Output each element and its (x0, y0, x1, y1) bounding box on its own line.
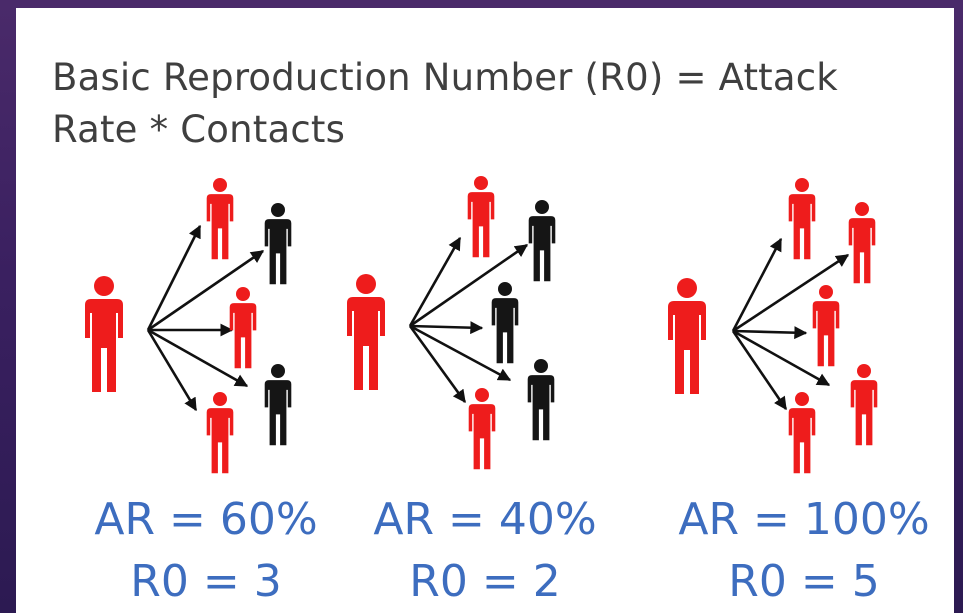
contact-person-icon-3-2-infected-body (848, 218, 876, 284)
contact-person-icon-3-1-infected-body (788, 194, 816, 260)
index-case-person-icon-2-head (356, 274, 376, 294)
contact-person-icon-3-4-infected-body (850, 380, 878, 446)
contact-person-icon-1-1-infected-body (206, 194, 234, 260)
index-case-person-icon-3-body (668, 301, 706, 394)
transmission-arrow-1-2 (147, 249, 265, 332)
transmission-arrow-3-2 (732, 253, 850, 333)
contact-person-icon-3-1-infected-head (795, 178, 809, 192)
contact-person-icon-2-2-not-infected-head (535, 200, 549, 214)
contact-person-icon-3-2-infected (848, 202, 876, 284)
contact-person-icon-1-1-infected (206, 178, 234, 260)
r0-label-panel-3: R0 = 5 (728, 556, 880, 607)
contact-person-icon-1-5-infected (206, 392, 234, 474)
contact-person-icon-3-4-infected (850, 364, 878, 446)
transmission-arrow-3-1 (731, 237, 783, 332)
contact-person-icon-2-4-not-infected (527, 359, 555, 441)
transmission-arrow-2-2 (409, 243, 529, 328)
contact-person-icon-2-5-infected-head (475, 388, 489, 402)
index-case-person-icon-2 (347, 274, 385, 390)
contact-person-icon-3-3-infected (812, 285, 840, 367)
index-case-person-icon-2-body (347, 297, 385, 390)
index-case-person-icon-1-body (85, 299, 123, 392)
index-case-person-icon-3 (668, 278, 706, 394)
slide-title: Basic Reproduction Number (R0) = Attack … (52, 56, 838, 151)
contact-person-icon-2-1-infected (467, 176, 495, 258)
contact-person-icon-2-2-not-infected-body (528, 216, 556, 282)
contact-person-icon-1-3-infected-head (236, 287, 250, 301)
transmission-arrow-3-5 (731, 330, 788, 411)
contact-person-icon-1-2-not-infected (264, 203, 292, 285)
contact-person-icon-1-3-infected-body (229, 303, 257, 369)
contact-person-icon-3-5-infected (788, 392, 816, 474)
transmission-arrow-1-5 (146, 329, 198, 412)
contact-person-icon-3-3-infected-body (812, 301, 840, 367)
contact-person-icon-3-4-infected-head (857, 364, 871, 378)
contact-person-icon-1-5-infected-head (213, 392, 227, 406)
r0-label-panel-2: R0 = 2 (409, 556, 561, 607)
ar-label-panel-2: AR = 40% (373, 494, 597, 545)
transmission-arrow-2-5 (408, 325, 467, 404)
panel-3 (668, 178, 878, 474)
contact-person-icon-2-3-not-infected (491, 282, 519, 364)
transmission-arrow-2-4 (409, 324, 512, 382)
transmission-arrow-1-4 (147, 328, 249, 388)
slide: Basic Reproduction Number (R0) = Attack … (16, 8, 954, 613)
contact-person-icon-2-5-infected (468, 388, 496, 470)
contact-person-icon-3-3-infected-head (819, 285, 833, 299)
contact-person-icon-2-4-not-infected-body (527, 375, 555, 441)
index-case-person-icon-1-head (94, 276, 114, 296)
contact-person-icon-2-1-infected-body (467, 192, 495, 258)
transmission-arrow-3-4 (732, 329, 831, 387)
contact-person-icon-2-5-infected-body (468, 404, 496, 470)
contact-person-icon-1-4-not-infected-body (264, 380, 292, 446)
contact-person-icon-2-2-not-infected (528, 200, 556, 282)
contact-person-icon-1-4-not-infected (264, 364, 292, 446)
contact-person-icon-2-1-infected-head (474, 176, 488, 190)
transmission-arrow-2-3 (409, 321, 484, 335)
contact-person-icon-3-5-infected-body (788, 408, 816, 474)
index-case-person-icon-1 (85, 276, 123, 392)
transmission-arrow-1-1 (146, 224, 202, 331)
transmission-arrow-3-3 (732, 326, 808, 340)
r0-label-panel-1: R0 = 3 (130, 556, 282, 607)
ar-label-panel-3: AR = 100% (678, 494, 930, 545)
contact-person-icon-1-4-not-infected-head (271, 364, 285, 378)
contact-person-icon-2-4-not-infected-head (534, 359, 548, 373)
transmission-arrow-2-1 (408, 236, 462, 327)
contact-person-icon-3-5-infected-head (795, 392, 809, 406)
panel-1 (85, 178, 292, 474)
ar-label-panel-1: AR = 60% (94, 494, 318, 545)
contact-person-icon-2-3-not-infected-body (491, 298, 519, 364)
contact-person-icon-1-1-infected-head (213, 178, 227, 192)
contact-person-icon-1-2-not-infected-body (264, 219, 292, 285)
contact-person-icon-3-2-infected-head (855, 202, 869, 216)
index-case-person-icon-3-head (677, 278, 697, 298)
contact-person-icon-3-1-infected (788, 178, 816, 260)
contact-person-icon-1-2-not-infected-head (271, 203, 285, 217)
panel-2 (347, 176, 556, 470)
contact-person-icon-2-3-not-infected-head (498, 282, 512, 296)
contact-person-icon-1-5-infected-body (206, 408, 234, 474)
contact-person-icon-1-3-infected (229, 287, 257, 369)
